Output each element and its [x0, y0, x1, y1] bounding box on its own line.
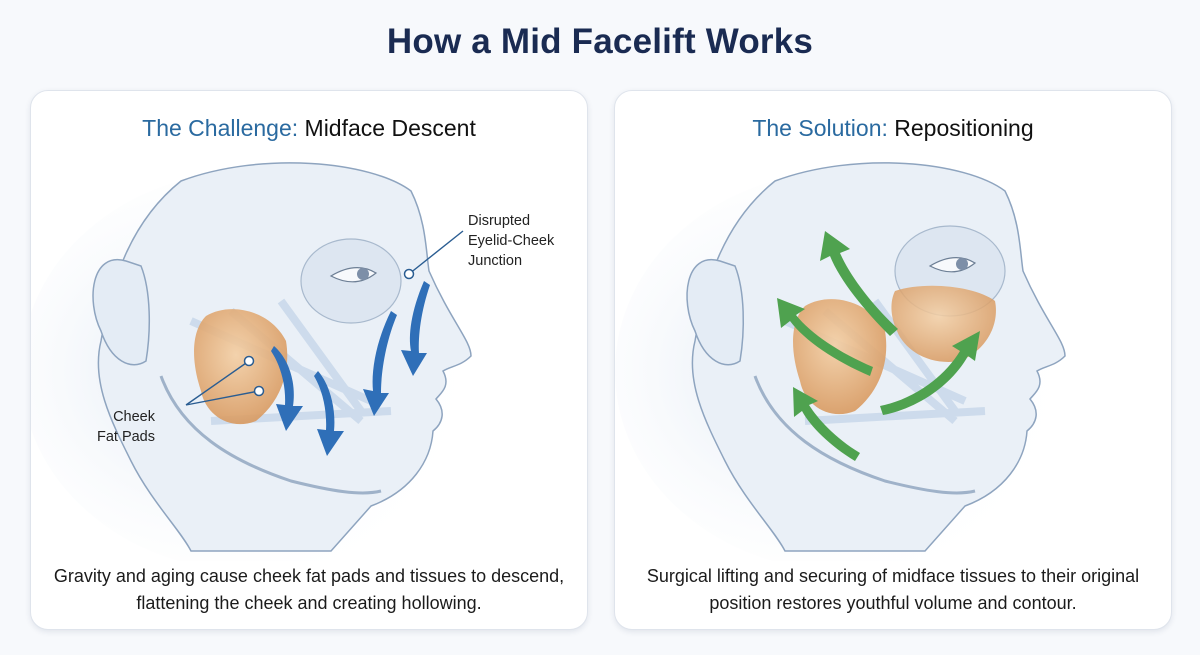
- label-eyelid-cheek-junction: Disrupted Eyelid-Cheek Junction: [468, 213, 555, 269]
- solution-panel: The Solution: Repositioning: [614, 90, 1172, 630]
- label-cheek-fat-pads: Cheek Fat Pads: [96, 409, 155, 445]
- challenge-title-accent: The Challenge:: [142, 115, 299, 141]
- solution-caption: Surgical lifting and securing of midface…: [646, 566, 1140, 613]
- challenge-panel-title: The Challenge: Midface Descent: [31, 115, 587, 142]
- solution-title-rest: Repositioning: [887, 115, 1034, 141]
- downward-arrows-icon: [271, 281, 430, 456]
- face-illustration-descent: [31, 162, 481, 561]
- challenge-panel: The Challenge: Midface Descent: [30, 90, 588, 630]
- challenge-caption: Gravity and aging cause cheek fat pads a…: [53, 566, 565, 613]
- solution-title-accent: The Solution:: [752, 115, 888, 141]
- solution-panel-title: The Solution: Repositioning: [615, 115, 1171, 142]
- face-illustration-repositioning: [615, 162, 1075, 561]
- page-title: How a Mid Facelift Works: [386, 22, 814, 61]
- upward-lift-arrows-icon: [777, 231, 980, 461]
- challenge-title-rest: Midface Descent: [298, 115, 476, 141]
